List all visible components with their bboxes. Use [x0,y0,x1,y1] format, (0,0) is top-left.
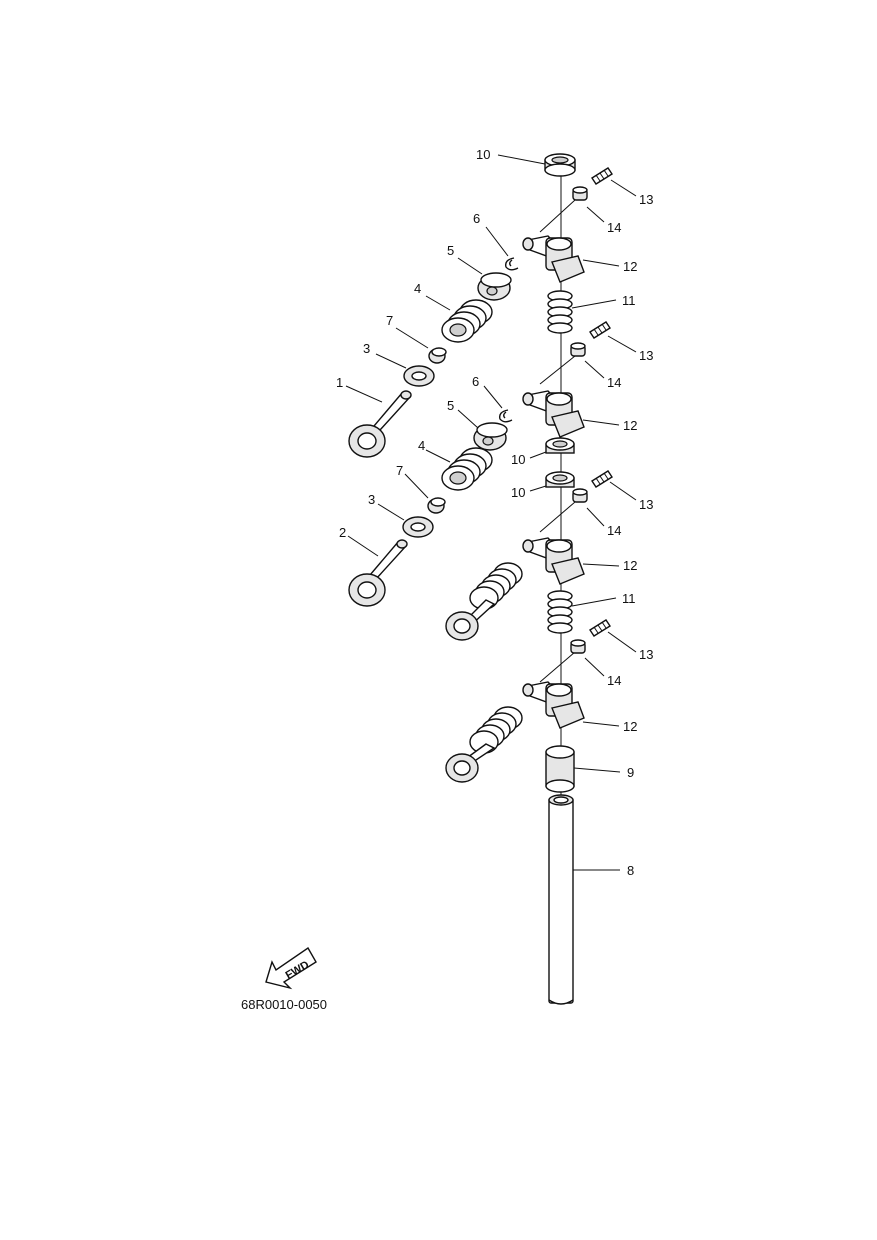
rocker-arm-1[interactable] [522,235,585,283]
callout-10: 10 [511,485,525,500]
lock-nut-2[interactable] [539,342,586,385]
lock-nut-4[interactable] [539,639,586,683]
callout-7: 7 [396,463,403,478]
callout-14: 14 [607,673,621,688]
callout-10: 10 [511,452,525,467]
spring-seat-lower[interactable] [402,516,434,538]
callout-12: 12 [623,418,637,433]
callout-14: 14 [607,375,621,390]
callout-4: 4 [414,281,421,296]
shaft-spring-lower[interactable] [547,590,573,634]
valve-assembly-1[interactable] [445,562,523,641]
washer-middle-a[interactable] [545,437,575,454]
callout-5: 5 [447,398,454,413]
callout-6: 6 [473,211,480,226]
washer-top[interactable] [544,153,576,177]
callout-11: 11 [622,591,636,606]
lock-nut-3[interactable] [539,488,588,533]
adjusting-screw-4[interactable] [589,619,611,637]
valve-spring-lower[interactable] [441,447,493,491]
callout-14: 14 [607,523,621,538]
callout-3: 3 [368,492,375,507]
spring-retainer-upper[interactable] [477,272,512,301]
lock-nut-1[interactable] [539,186,588,233]
fwd-arrow-icon: FWD [265,946,317,990]
washer-middle-b[interactable] [545,471,575,488]
callout-2: 2 [339,525,346,540]
callout-13: 13 [639,348,653,363]
callout-6: 6 [472,374,479,389]
callout-13: 13 [639,647,653,662]
stem-seal-upper[interactable] [428,347,447,364]
valve-cotter-lower[interactable] [498,409,513,423]
spacer-collar[interactable] [545,745,575,793]
callout-12: 12 [623,259,637,274]
callout-7: 7 [386,313,393,328]
callout-10: 10 [476,147,490,162]
rocker-shaft[interactable] [548,168,574,1005]
exhaust-valve[interactable] [348,539,408,607]
callout-4: 4 [418,438,425,453]
intake-valve[interactable] [348,390,412,458]
callout-1: 1 [336,375,343,390]
callout-14: 14 [607,220,621,235]
valve-spring-upper[interactable] [441,299,493,343]
valve-cotter-upper[interactable] [504,257,519,271]
callout-3: 3 [363,341,370,356]
adjusting-screw-2[interactable] [589,321,611,339]
callout-11: 11 [622,293,636,308]
callout-labels: 10 13 14 6 12 5 11 4 7 3 1 13 14 6 12 5 … [336,147,653,878]
rocker-arm-4[interactable] [522,681,585,729]
callout-9: 9 [627,765,634,780]
callout-13: 13 [639,497,653,512]
stem-seal-lower[interactable] [427,497,446,514]
valve-assembly-2[interactable] [445,706,523,783]
callout-8: 8 [627,863,634,878]
adjusting-screw-3[interactable] [591,470,613,488]
callout-12: 12 [623,719,637,734]
rocker-arm-2[interactable] [522,390,585,438]
spring-seat-upper[interactable] [403,365,435,387]
leader-lines [345,154,637,871]
adjusting-screw-1[interactable] [591,167,613,185]
callout-5: 5 [447,243,454,258]
callout-12: 12 [623,558,637,573]
drawing-code: 68R0010-0050 [241,997,327,1012]
callout-13: 13 [639,192,653,207]
rocker-arm-3[interactable] [522,537,585,585]
shaft-spring-upper[interactable] [547,290,573,334]
spring-retainer-lower[interactable] [473,422,508,451]
